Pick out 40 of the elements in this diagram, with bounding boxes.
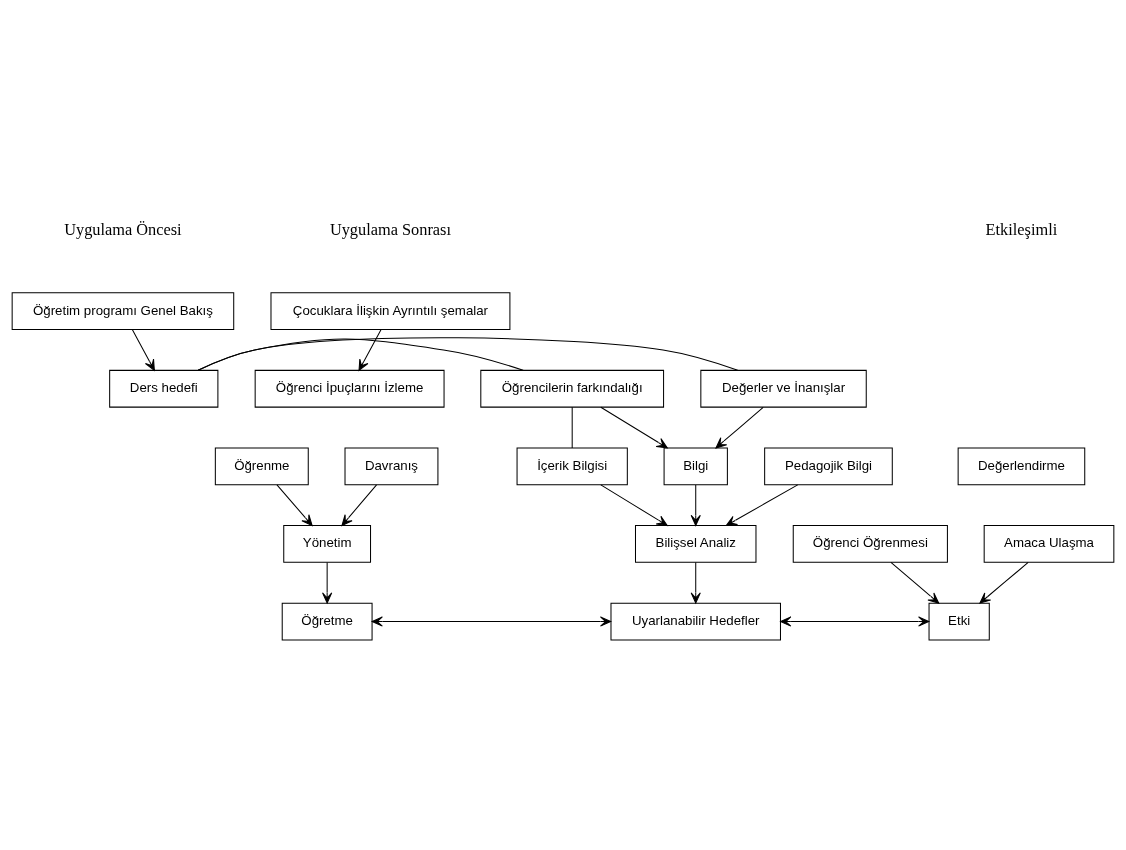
connector bbox=[197, 338, 524, 371]
connector bbox=[197, 336, 739, 371]
arrow bbox=[341, 483, 378, 526]
node-box: Öğrencilerin farkındalığı bbox=[480, 369, 665, 408]
arrow bbox=[725, 483, 799, 526]
node-box: Davranış bbox=[344, 446, 439, 485]
node-box: Değerler ve İnanışlar bbox=[700, 369, 867, 408]
node-box: Pedagojik Bilgi bbox=[764, 446, 893, 485]
label: Uygulama Sonrası bbox=[329, 219, 451, 239]
node-box: Öğrenci Öğrenmesi bbox=[792, 524, 948, 563]
arrow bbox=[890, 561, 940, 604]
arrow bbox=[600, 406, 668, 448]
arrow bbox=[780, 615, 930, 627]
arrow bbox=[979, 561, 1029, 604]
node-box: Bilgi bbox=[663, 446, 728, 485]
arrow bbox=[690, 561, 701, 604]
arrow bbox=[600, 483, 668, 526]
arrow bbox=[715, 406, 764, 448]
node-box: Öğrenme bbox=[214, 446, 309, 485]
node-box: Yönetim bbox=[283, 524, 372, 563]
arrow bbox=[371, 615, 612, 627]
connector bbox=[571, 406, 573, 448]
node-box: Amaca Ulaşma bbox=[983, 524, 1115, 563]
arrow bbox=[322, 561, 333, 604]
node-box: Öğrenci İpuçlarını İzleme bbox=[254, 369, 445, 408]
node-box: İçerik Bilgisi bbox=[516, 446, 628, 485]
arrow bbox=[358, 328, 382, 371]
node-box: Öğretim programı Genel Bakış bbox=[11, 291, 235, 330]
arrow bbox=[276, 483, 313, 526]
label: Uygulama Öncesi bbox=[64, 219, 182, 239]
node-box: Bilişsel Analiz bbox=[635, 524, 757, 563]
node-box: Ders hedefi bbox=[109, 369, 219, 408]
label: Etkileşimli bbox=[985, 219, 1058, 239]
node-box: Öğretme bbox=[281, 602, 373, 640]
node-box: Çocuklara İlişkin Ayrıntılı şemalar bbox=[270, 291, 511, 330]
arrow bbox=[131, 328, 155, 371]
node-box: Uyarlanabilir Hedefler bbox=[610, 602, 781, 640]
node-box: Etki bbox=[928, 602, 990, 640]
node-box: Değerlendirme bbox=[957, 446, 1086, 485]
arrow bbox=[690, 483, 701, 526]
